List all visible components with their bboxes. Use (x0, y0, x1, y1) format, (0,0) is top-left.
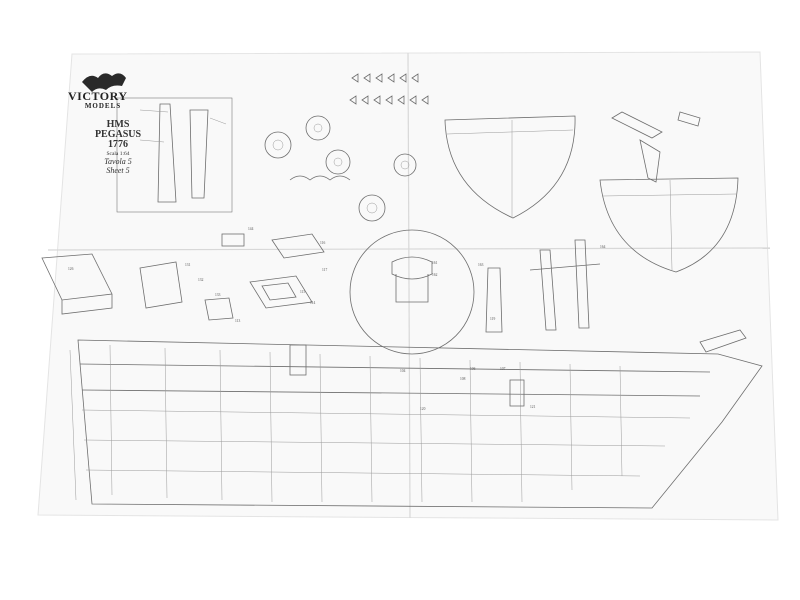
paper-sheet (37, 51, 779, 521)
part-callouts: 126 131 132 133 116 117 115 114 113 144 … (68, 227, 606, 411)
vertical-fold (407, 52, 411, 519)
deadeyes-row (349, 73, 429, 105)
title-block: HMS PEGASUS 1776 Scala 1:64 Tavola 5 She… (86, 119, 150, 176)
magnified-detail-circle (349, 229, 475, 355)
svg-text:115: 115 (300, 290, 305, 294)
svg-text:108: 108 (460, 377, 466, 381)
victory-logo-icon (82, 73, 126, 92)
cathead-detail (611, 111, 663, 183)
ship-year: 1776 (108, 139, 128, 150)
binnacle-drawing (391, 256, 433, 303)
hull-profile (69, 329, 763, 509)
scale-label: Scala 1:64 (106, 151, 130, 157)
svg-text:104: 104 (400, 369, 406, 373)
svg-text:131: 131 (185, 263, 191, 267)
stern-view (444, 115, 576, 219)
brand-logo: VICTORY MODELS (68, 90, 138, 110)
svg-text:162: 162 (432, 273, 438, 277)
ship-name: PEGASUS (94, 129, 142, 140)
svg-text:116: 116 (320, 241, 325, 245)
ship-prefix: HMS (106, 119, 130, 130)
svg-text:164: 164 (600, 245, 606, 249)
part-144-grating (221, 233, 245, 247)
svg-text:132: 132 (198, 278, 204, 282)
part-113-block (204, 297, 234, 321)
svg-text:133: 133 (215, 293, 221, 297)
svg-text:121: 121 (530, 405, 536, 409)
svg-text:106: 106 (470, 367, 476, 371)
part-164-bitts (529, 239, 601, 331)
svg-text:126: 126 (68, 267, 74, 271)
svg-text:114: 114 (310, 301, 315, 305)
steering-wheels (264, 115, 417, 222)
svg-text:117: 117 (322, 268, 327, 272)
svg-text:119: 119 (490, 317, 495, 321)
part-131-bracket (139, 261, 183, 309)
horizontal-fold (47, 247, 771, 251)
detail-frame-rudder (116, 97, 233, 213)
part-163-post (485, 267, 503, 333)
part-115-frame (249, 275, 313, 309)
sheet-label-en: Sheet 5 (106, 166, 130, 175)
bow-section-view (599, 177, 739, 273)
svg-text:120: 120 (420, 407, 426, 411)
svg-text:161: 161 (432, 261, 438, 265)
sheet-label-it: Tavola 5 (104, 157, 132, 166)
rudder-drawing (157, 103, 209, 203)
svg-text:113: 113 (235, 319, 240, 323)
brand-subname: MODELS (84, 102, 122, 110)
svg-text:144: 144 (248, 227, 254, 231)
part-126-box (41, 253, 113, 315)
svg-text:163: 163 (478, 263, 484, 267)
brand-name: VICTORY (68, 89, 128, 103)
svg-text:107: 107 (500, 367, 506, 371)
part-116-hatch (271, 233, 325, 259)
